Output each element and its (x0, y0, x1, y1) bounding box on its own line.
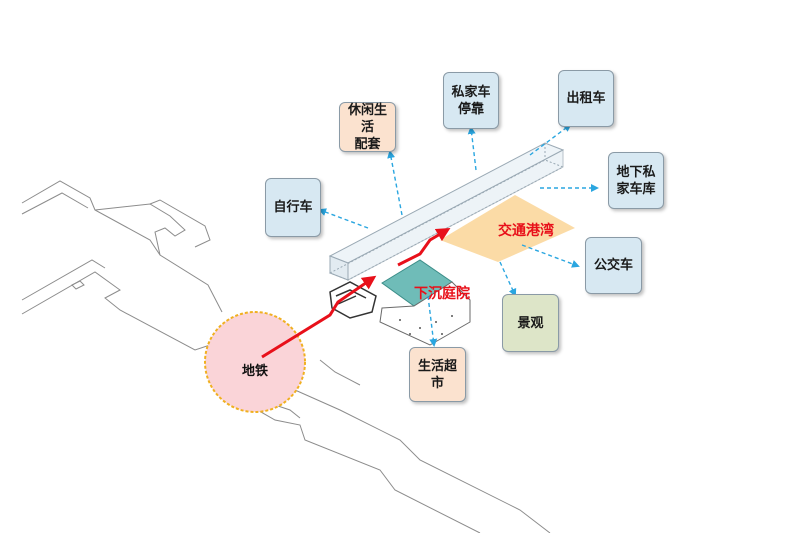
metro-zone (204, 311, 306, 413)
elevated-corridor-box (328, 142, 565, 281)
metro-label: 地铁 (242, 364, 269, 379)
connector-bike (318, 208, 369, 229)
transport-bay-label: 交通港湾 (498, 223, 554, 239)
supermarket-label: 生活超市 (417, 358, 457, 391)
landscape-label: 景观 (517, 315, 544, 331)
courtyard-dots (399, 315, 453, 335)
connector-bus (521, 244, 580, 268)
connector-leisure (387, 150, 403, 216)
leisure-label: 休闲生活 配套 (347, 102, 387, 152)
private-stop-label: 私家车 停靠 (451, 84, 491, 117)
entrance-structure (329, 281, 377, 319)
bike-label: 自行车 (273, 200, 313, 215)
transport-bay-area (440, 195, 575, 262)
private-stop-box: 私家车 停靠 (443, 72, 499, 129)
leisure-box: 休闲生活 配套 (339, 102, 396, 152)
courtyard-lower-outline (379, 281, 471, 346)
supermarket-box: 生活超市 (409, 347, 466, 402)
underground-parking-label: 地下私 家车库 (616, 164, 656, 197)
connector-lines (318, 123, 599, 347)
underground-passage-outline (21, 180, 551, 533)
landscape-box: 景观 (502, 294, 559, 352)
bus-box: 公交车 (585, 237, 642, 294)
underground-parking-box: 地下私 家车库 (608, 152, 664, 209)
taxi-box: 出租车 (558, 70, 614, 127)
connector-landscape (499, 261, 517, 297)
corridor-route-arrow (397, 227, 451, 267)
metro-route-arrow (261, 275, 377, 359)
bike-box: 自行车 (265, 178, 321, 237)
bus-label: 公交车 (593, 258, 633, 273)
connector-private-stop (467, 126, 477, 171)
taxi-label: 出租车 (566, 91, 606, 106)
connector-taxi (529, 123, 572, 156)
sunken-courtyard-label: 下沉庭院 (414, 286, 470, 302)
connector-supermarket (427, 295, 438, 347)
